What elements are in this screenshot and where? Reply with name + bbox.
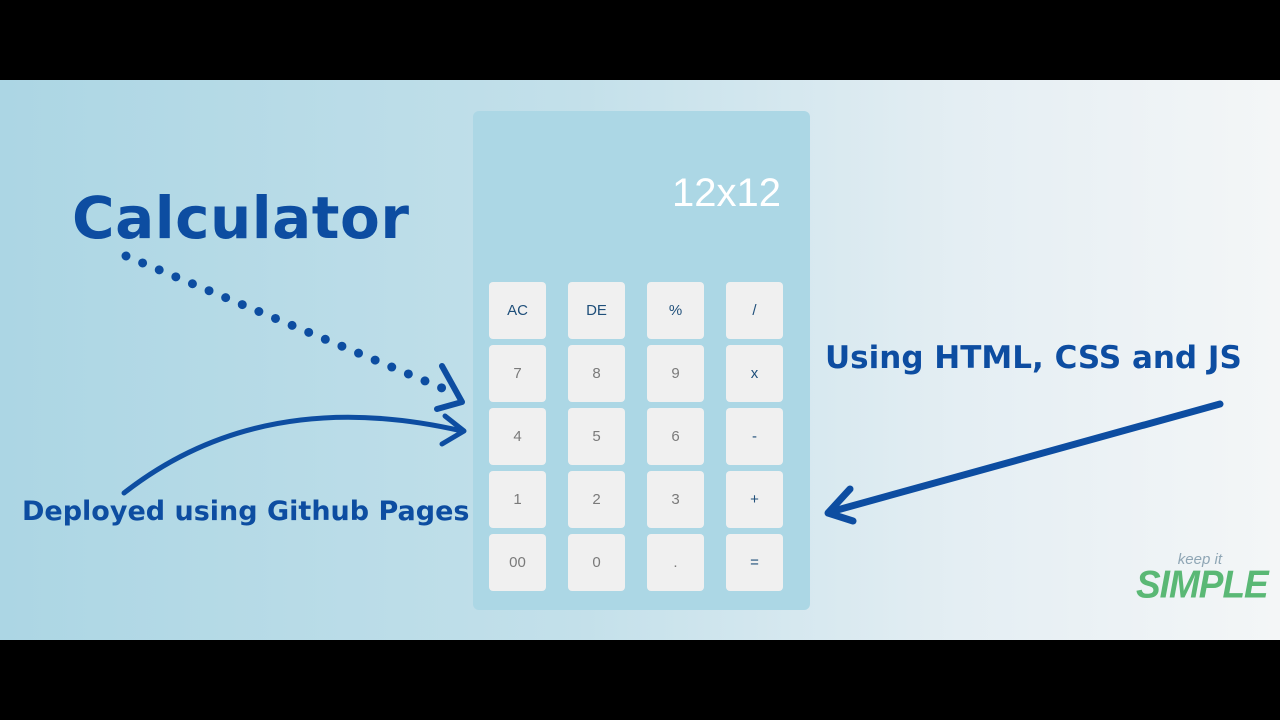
all-clear-key[interactable]: AC (489, 282, 546, 339)
decimal-key[interactable]: . (647, 534, 704, 591)
percent-key[interactable]: % (647, 282, 704, 339)
digit-3-key[interactable]: 3 (647, 471, 704, 528)
subtract-key[interactable]: - (726, 408, 783, 465)
headline-title: Calculator (72, 184, 410, 252)
curved-arrow-icon (121, 413, 467, 496)
add-key[interactable]: + (726, 471, 783, 528)
divide-key[interactable]: / (726, 282, 783, 339)
dotted-arrow-icon (121, 251, 465, 412)
keep-it-simple-logo: keep it SIMPLE (1132, 550, 1269, 610)
double-zero-key[interactable]: 00 (489, 534, 546, 591)
digit-0-key[interactable]: 0 (568, 534, 625, 591)
delete-key[interactable]: DE (568, 282, 625, 339)
logo-tagline: keep it (1177, 551, 1222, 568)
digit-9-key[interactable]: 9 (647, 345, 704, 402)
digit-8-key[interactable]: 8 (568, 345, 625, 402)
deployment-caption: Deployed using Github Pages (22, 496, 470, 527)
straight-arrow-icon (824, 400, 1224, 525)
digit-1-key[interactable]: 1 (489, 471, 546, 528)
thumbnail-banner: Calculator Deployed using Github Pages U… (0, 80, 1280, 640)
digit-5-key[interactable]: 5 (568, 408, 625, 465)
calculator-display: 12x12 (672, 171, 781, 215)
equals-key[interactable]: = (726, 534, 783, 591)
digit-2-key[interactable]: 2 (568, 471, 625, 528)
tech-stack-caption: Using HTML, CSS and JS (825, 340, 1242, 376)
digit-6-key[interactable]: 6 (647, 408, 704, 465)
logo-wordmark: SIMPLE (1136, 562, 1269, 606)
digit-4-key[interactable]: 4 (489, 408, 546, 465)
digit-7-key[interactable]: 7 (489, 345, 546, 402)
multiply-key[interactable]: x (726, 345, 783, 402)
